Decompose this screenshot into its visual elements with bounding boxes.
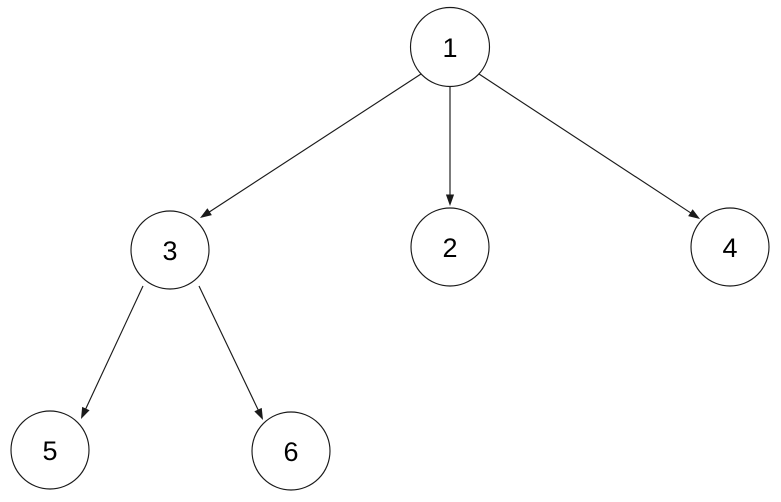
edges-layer (81, 73, 700, 420)
edge-line (207, 73, 422, 214)
arrowhead-icon (81, 406, 90, 419)
edge-1-to-4 (478, 73, 700, 219)
nodes-layer: 1 2 3 4 5 6 (10, 6, 770, 491)
graph-node-4[interactable]: 4 (690, 207, 770, 287)
node-label: 2 (442, 233, 457, 263)
node-label: 5 (42, 436, 57, 466)
graph-node-3[interactable]: 3 (130, 210, 210, 290)
graph-node-2[interactable]: 2 (410, 207, 490, 287)
edge-line (478, 73, 693, 215)
node-label: 6 (283, 437, 298, 467)
edge-line (84, 285, 144, 412)
node-circle[interactable] (251, 411, 331, 491)
edge-3-to-6 (198, 285, 263, 420)
edge-line (198, 285, 260, 413)
node-circle[interactable] (130, 210, 210, 290)
edge-3-to-5 (81, 285, 144, 419)
arrowhead-icon (688, 209, 700, 219)
node-circle[interactable] (690, 207, 770, 287)
arrowhead-icon (445, 194, 455, 206)
node-circle[interactable] (10, 410, 90, 490)
node-circle[interactable] (410, 207, 490, 287)
edge-1-to-3 (200, 73, 422, 218)
arrowhead-icon (254, 407, 263, 420)
node-label: 3 (162, 236, 177, 266)
arrowhead-icon (200, 208, 212, 218)
node-label: 4 (722, 233, 737, 263)
node-circle[interactable] (409, 6, 491, 88)
graph-node-1[interactable]: 1 (409, 6, 491, 88)
node-label: 1 (442, 33, 457, 63)
graph-node-6[interactable]: 6 (251, 411, 331, 491)
edge-1-to-2 (445, 87, 455, 206)
graph-node-5[interactable]: 5 (10, 410, 90, 490)
